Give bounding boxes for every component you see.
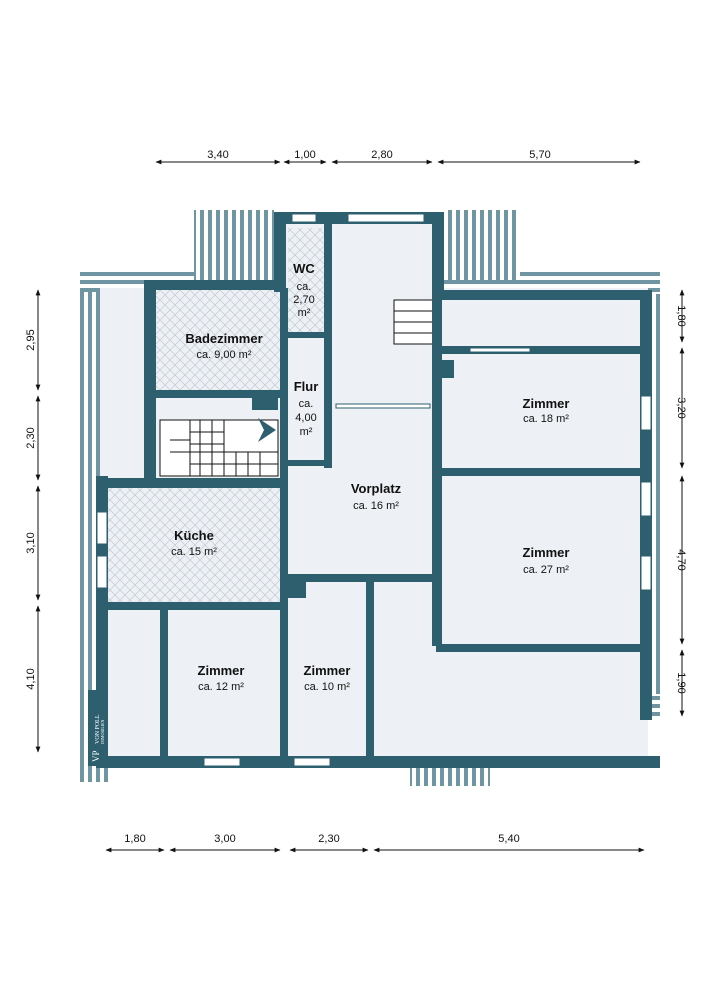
logo-mark: VP: [91, 750, 101, 762]
dim-bottom-3: 2,30: [318, 833, 339, 845]
flur-area-1: ca.: [299, 398, 314, 410]
dim-left-1: 2,95: [25, 329, 37, 350]
bad-name: Badezimmer: [185, 331, 262, 346]
flur-area-2: 4,00: [295, 412, 316, 424]
dim-bottom-2: 3,00: [214, 833, 235, 845]
von-poll-logo: VP VON POLL IMMOBILIEN: [88, 690, 106, 766]
stair-arrow-icon: [258, 418, 276, 442]
kueche-area: ca. 15 m²: [171, 546, 217, 558]
z27-area: ca. 27 m²: [523, 564, 569, 576]
flur-area-3: m²: [300, 426, 313, 438]
dim-top-1: 3,40: [207, 149, 228, 161]
dim-left-3: 3,10: [25, 532, 37, 553]
dim-left-4: 4,10: [25, 668, 37, 689]
flur-name: Flur: [294, 379, 319, 394]
dimension-labels: 3,40 1,00 2,80 5,70 1,80 3,00 2,30 5,40 …: [25, 149, 687, 845]
kueche-name: Küche: [174, 528, 214, 543]
bad-area: ca. 9,00 m²: [196, 349, 251, 361]
vorplatz-name: Vorplatz: [351, 481, 402, 496]
dim-right-4: 1,90: [675, 672, 687, 693]
z10-name: Zimmer: [304, 663, 351, 678]
room-labels: WC ca. 2,70 m² Badezimmer ca. 9,00 m² Fl…: [171, 261, 569, 693]
dim-left-2: 2,30: [25, 427, 37, 448]
wc-area-1: ca.: [297, 281, 312, 293]
dim-top-4: 5,70: [529, 149, 550, 161]
staircase: [159, 299, 435, 477]
dimension-lines: [35, 159, 685, 853]
dim-top-3: 2,80: [371, 149, 392, 161]
z12-area: ca. 12 m²: [198, 681, 244, 693]
z18-area: ca. 18 m²: [523, 413, 569, 425]
dim-right-2: 3,20: [675, 397, 687, 418]
windows: [96, 213, 652, 767]
logo-sub: IMMOBILIEN: [100, 719, 105, 744]
wc-name: WC: [293, 261, 315, 276]
vorplatz-area: ca. 16 m²: [353, 500, 399, 512]
dim-bottom-4: 5,40: [498, 833, 519, 845]
z10-area: ca. 10 m²: [304, 681, 350, 693]
dim-top-2: 1,00: [294, 149, 315, 161]
z18-name: Zimmer: [523, 396, 570, 411]
tiled-floors: [108, 228, 324, 602]
dim-right-1: 1,80: [675, 305, 687, 326]
dim-bottom-1: 1,80: [124, 833, 145, 845]
wc-area-2: 2,70: [293, 294, 314, 306]
dim-right-3: 4,70: [675, 549, 687, 570]
z27-name: Zimmer: [523, 545, 570, 560]
logo-text: VON POLL: [95, 714, 101, 744]
z12-name: Zimmer: [198, 663, 245, 678]
wc-area-3: m²: [298, 307, 311, 319]
